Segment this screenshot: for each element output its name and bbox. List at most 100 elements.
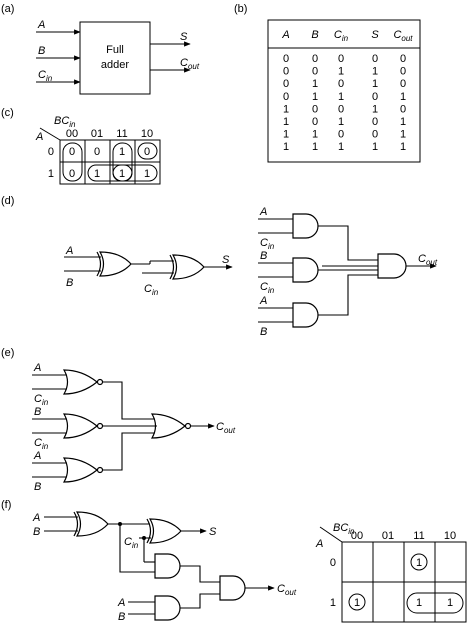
truth-table-cell: 0: [372, 53, 378, 65]
kmap-c-cell: 1: [144, 168, 150, 180]
kmap-f-col-01: 01: [382, 530, 394, 542]
truth-table-cell: 0: [400, 66, 406, 78]
truth-table-cell: 0: [400, 78, 406, 90]
d-and1-cin: Cin: [260, 237, 275, 251]
f-and2-a: A: [117, 597, 125, 609]
kmap-f-col-10: 10: [444, 530, 456, 542]
kmap-f-loop-row1: [406, 592, 464, 614]
b-input-label: B: [38, 45, 45, 57]
cout-output-label: Cout: [180, 57, 200, 71]
e-or1-cin: Cin: [34, 393, 49, 407]
truth-table-cell: 1: [372, 66, 378, 78]
truth-table-cell: 1: [372, 141, 378, 153]
truth-table-cell: 1: [400, 116, 406, 128]
truth-table-cell: 0: [400, 53, 406, 65]
panel-label-e: (e): [1, 347, 14, 359]
kmap-f-cell: 1: [447, 597, 453, 609]
d-and2-cin: Cin: [260, 281, 275, 295]
truth-table-cell: 0: [283, 66, 289, 78]
kmap-f-cell: 1: [354, 597, 360, 609]
and-gate-d3: [292, 302, 319, 328]
truth-table-header-cout: Cout: [393, 29, 413, 43]
kmap-f-col-11: 11: [413, 530, 424, 542]
kmap-c-loop-row1-right: [112, 164, 158, 182]
and-gate-d1: [292, 213, 319, 239]
truth-table-cell: 1: [283, 129, 289, 141]
truth-table-cell: 1: [312, 129, 318, 141]
or-gate-e2: [62, 413, 98, 439]
kmap-f-col-var: BCin: [333, 522, 355, 536]
truth-table-cell: 0: [372, 91, 378, 103]
full-adder-text-2: adder: [101, 59, 129, 71]
d-s-label: S: [222, 254, 230, 266]
kmap-c-loop-row1-left: [87, 164, 133, 182]
truth-table-cell: 0: [338, 129, 344, 141]
truth-table-cell: 0: [312, 53, 318, 65]
and-gate-d-final: [377, 253, 407, 279]
truth-table-cell: 0: [283, 78, 289, 90]
and-gate-f3: [219, 575, 246, 601]
kmap-c-cell: 1: [119, 168, 125, 180]
kmap-c-cell: 0: [94, 146, 100, 158]
truth-table-cell: 1: [338, 116, 344, 128]
truth-table-cell: 1: [400, 141, 406, 153]
kmap-f-loop-011: [410, 553, 428, 571]
kmap-c-cell: 1: [119, 146, 125, 158]
truth-table-cell: 0: [283, 53, 289, 65]
truth-table-cell: 1: [312, 78, 318, 90]
truth-table-header-a: A: [281, 29, 289, 41]
and-gate-f1: [154, 553, 181, 579]
truth-table-cell: 0: [312, 66, 318, 78]
kmap-c-row-1: 1: [48, 168, 54, 180]
truth-table-cell: 0: [372, 129, 378, 141]
truth-table-cell: 1: [338, 91, 344, 103]
kmap-c-col-10: 10: [141, 128, 153, 140]
kmap-f-col-00: 00: [351, 530, 363, 542]
circuit-d: A B Cin S A Cin B Cin A B Cout: [64, 206, 438, 338]
cin-input-label: Cin: [38, 69, 53, 83]
and-gate-d2: [292, 257, 319, 283]
kmap-c-col-var: BCin: [54, 115, 76, 129]
truth-table-cell: 0: [338, 53, 344, 65]
d-and1-a: A: [259, 206, 267, 218]
truth-table-cell: 0: [312, 103, 318, 115]
kmap-c-cell: 1: [94, 168, 100, 180]
truth-table-cell: 1: [372, 78, 378, 90]
f-cout-label: Cout: [277, 583, 297, 597]
kmap-c-row-0: 0: [48, 146, 54, 158]
truth-table-cell: 0: [338, 78, 344, 90]
panel-label-d: (d): [1, 195, 14, 207]
e-or3-a: A: [33, 450, 41, 462]
panel-label-f: (f): [1, 499, 11, 511]
truth-table-cell: 1: [312, 141, 318, 153]
truth-table-cell: 0: [312, 116, 318, 128]
kmap-c-cell: 0: [69, 168, 75, 180]
truth-table-cell: 1: [312, 91, 318, 103]
d-cout-label: Cout: [418, 253, 438, 267]
d-and3-b: B: [260, 326, 267, 338]
d-a-label: A: [65, 245, 73, 257]
panel-label-a: (a): [1, 3, 14, 15]
kmap-c-loop-10: [137, 142, 158, 160]
d-and2-b: B: [260, 250, 267, 262]
truth-table-header-cin: Cin: [334, 29, 349, 43]
truth-table-cell: 1: [372, 103, 378, 115]
f-and2-b: B: [118, 611, 125, 623]
kmap-f-row-1: 1: [330, 597, 336, 609]
kmap-c-col-11: 11: [116, 128, 127, 140]
truth-table-header-s: S: [371, 29, 379, 41]
d-b-label: B: [66, 277, 73, 289]
f-cin-label: Cin: [124, 536, 139, 550]
truth-table-cell: 1: [283, 116, 289, 128]
kmap-f-row-var: A: [315, 538, 323, 550]
kmap-f-row-0: 0: [330, 557, 336, 569]
truth-table-header-b: B: [311, 29, 318, 41]
e-or1-a: A: [33, 362, 41, 374]
xor-gate-d2: [169, 254, 205, 280]
kmap-f-cell: 1: [416, 557, 422, 569]
kmap-c-col-00: 00: [66, 128, 78, 140]
